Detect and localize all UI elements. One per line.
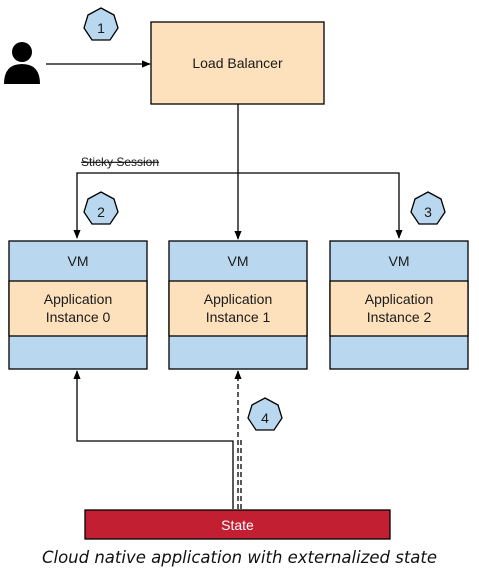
step-badge-2: 2 [83,191,119,225]
load-balancer-label: Load Balancer [192,55,283,71]
architecture-diagram: Load Balancer Sticky Session VM Applicat… [4,7,469,540]
instance-1-app-line1: Application [204,291,273,307]
user-icon [4,42,40,84]
instance-0: VM Application Instance 0 [8,240,148,370]
instance-1: VM Application Instance 1 [168,240,308,370]
instance-2: VM Application Instance 2 [329,240,469,370]
step-badge-2-number: 2 [97,204,105,220]
state-label: State [221,517,254,533]
step-badge-1-number: 1 [97,20,105,36]
instance-2-app-line2: Instance 2 [367,309,432,325]
step-badge-4: 4 [247,397,283,431]
load-balancer: Load Balancer [150,21,325,105]
instance-0-app-line1: Application [44,291,113,307]
instance-0-vm-label: VM [68,253,89,269]
sticky-session-connector [73,172,403,239]
instance-1-vm-label: VM [228,253,249,269]
figure-caption: Cloud native application with externaliz… [41,548,438,567]
instance-0-app-line2: Instance 0 [46,309,111,325]
sticky-session-label: Sticky Session [81,155,159,169]
instance-2-app-line1: Application [365,291,434,307]
step-badge-4-number: 4 [261,410,269,426]
state-to-instance-0-arrow [73,370,234,509]
state-store: State [84,509,391,540]
instance-2-vm-label: VM [389,253,410,269]
instance-1-app-line2: Instance 1 [206,309,271,325]
step-badge-3-number: 3 [424,204,432,220]
step-badge-1: 1 [83,7,119,41]
step-badge-3: 3 [410,191,446,225]
